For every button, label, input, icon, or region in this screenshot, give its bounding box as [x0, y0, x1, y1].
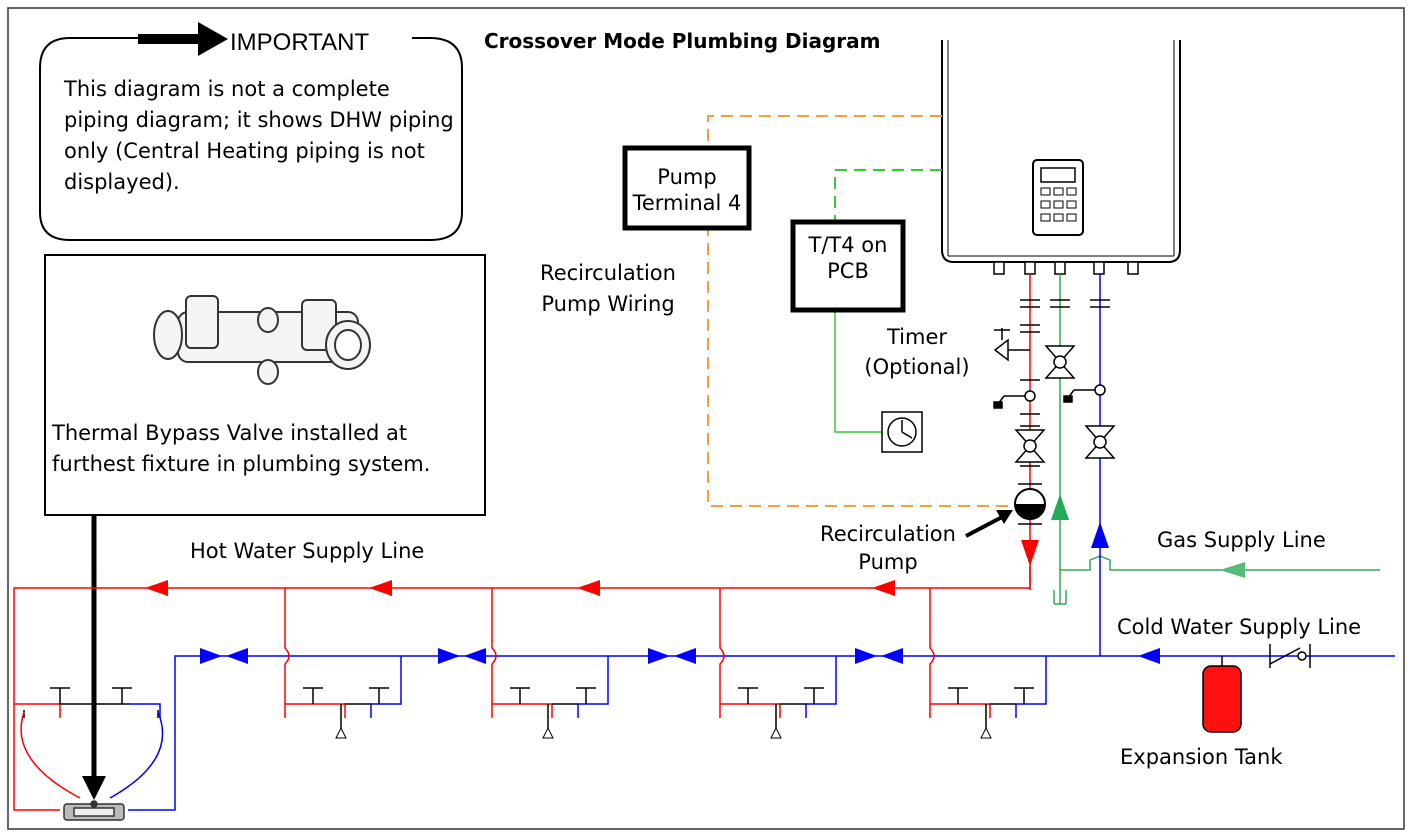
timer-label: Timer (Optional) [864, 325, 970, 379]
fixture-3 [719, 588, 837, 739]
thermal-bypass-box [44, 254, 486, 516]
fixture-4 [929, 588, 1047, 739]
page-title: Crossover Mode Plumbing Diagram [484, 29, 881, 53]
heater-connections [993, 261, 1139, 275]
fixture-2 [491, 588, 609, 739]
expansion-tank-icon [1202, 656, 1242, 733]
hot-water-supply-line [13, 566, 1031, 811]
arrow-right-icon [138, 22, 228, 56]
recirculation-pump-icon [1014, 483, 1046, 525]
gas-trap [1053, 590, 1067, 605]
pump-wiring-orange [707, 115, 1012, 507]
fixture-1 [284, 588, 402, 739]
cold-riser-fittings [1063, 299, 1116, 459]
recirc-pump-wiring-label: Recirculation Pump Wiring [540, 261, 676, 316]
arrow-down-icon [82, 776, 106, 800]
outer-frame [7, 7, 1405, 830]
gas-supply-line [1059, 555, 1380, 604]
hot-riser-fittings [1020, 299, 1040, 333]
cold-flow-up-arrow-icon [1091, 522, 1109, 548]
cold-water-supply-label: Cold Water Supply Line [1117, 615, 1362, 639]
timer-wiring-green-lower [834, 313, 882, 433]
cold-main-arrows [200, 648, 1160, 664]
hot-water-supply-label: Hot Water Supply Line [190, 539, 425, 563]
bypass-valve-body-icon [63, 800, 125, 821]
gas-valve-icon [1044, 299, 1076, 379]
cold-water-supply-line [128, 655, 1395, 811]
water-heater-unit [941, 40, 1181, 263]
pump-terminal-box [622, 145, 752, 231]
t4-pcb-label: T/T4 on PCB [808, 233, 888, 283]
check-valve-icon [1269, 644, 1311, 668]
thermal-bypass-valve-image [153, 295, 371, 385]
t4-pcb-box [790, 219, 906, 313]
pump-terminal-label: Pump Terminal 4 [632, 165, 742, 215]
thermal-bypass-label: Thermal Bypass Valve installed at furthe… [52, 421, 431, 476]
hot-shutoff-valve-icon [1014, 425, 1046, 467]
timer-wiring-green [834, 169, 942, 313]
important-box [39, 37, 463, 241]
recirculation-pump-label: Recirculation Pump [820, 522, 956, 574]
hot-drain-icon [993, 379, 1040, 415]
hot-flow-arrow-icon [1021, 540, 1039, 566]
important-label: IMPORTANT [230, 29, 370, 56]
gas-supply-label: Gas Supply Line [1157, 528, 1326, 552]
hot-main-arrows [145, 580, 895, 596]
gas-flow-left-arrow-icon [1220, 562, 1245, 578]
gas-flow-up-arrow-icon [1051, 494, 1069, 520]
expansion-tank-label: Expansion Tank [1120, 745, 1283, 769]
end-fixture [14, 687, 164, 821]
timer-clock-icon [881, 411, 923, 453]
control-panel-icon [1032, 159, 1084, 236]
important-note: This diagram is not a complete piping di… [64, 77, 454, 194]
pointer-arrowhead-icon [996, 510, 1013, 524]
relief-valve-icon [993, 328, 1030, 362]
pump-pointer [965, 514, 1005, 538]
